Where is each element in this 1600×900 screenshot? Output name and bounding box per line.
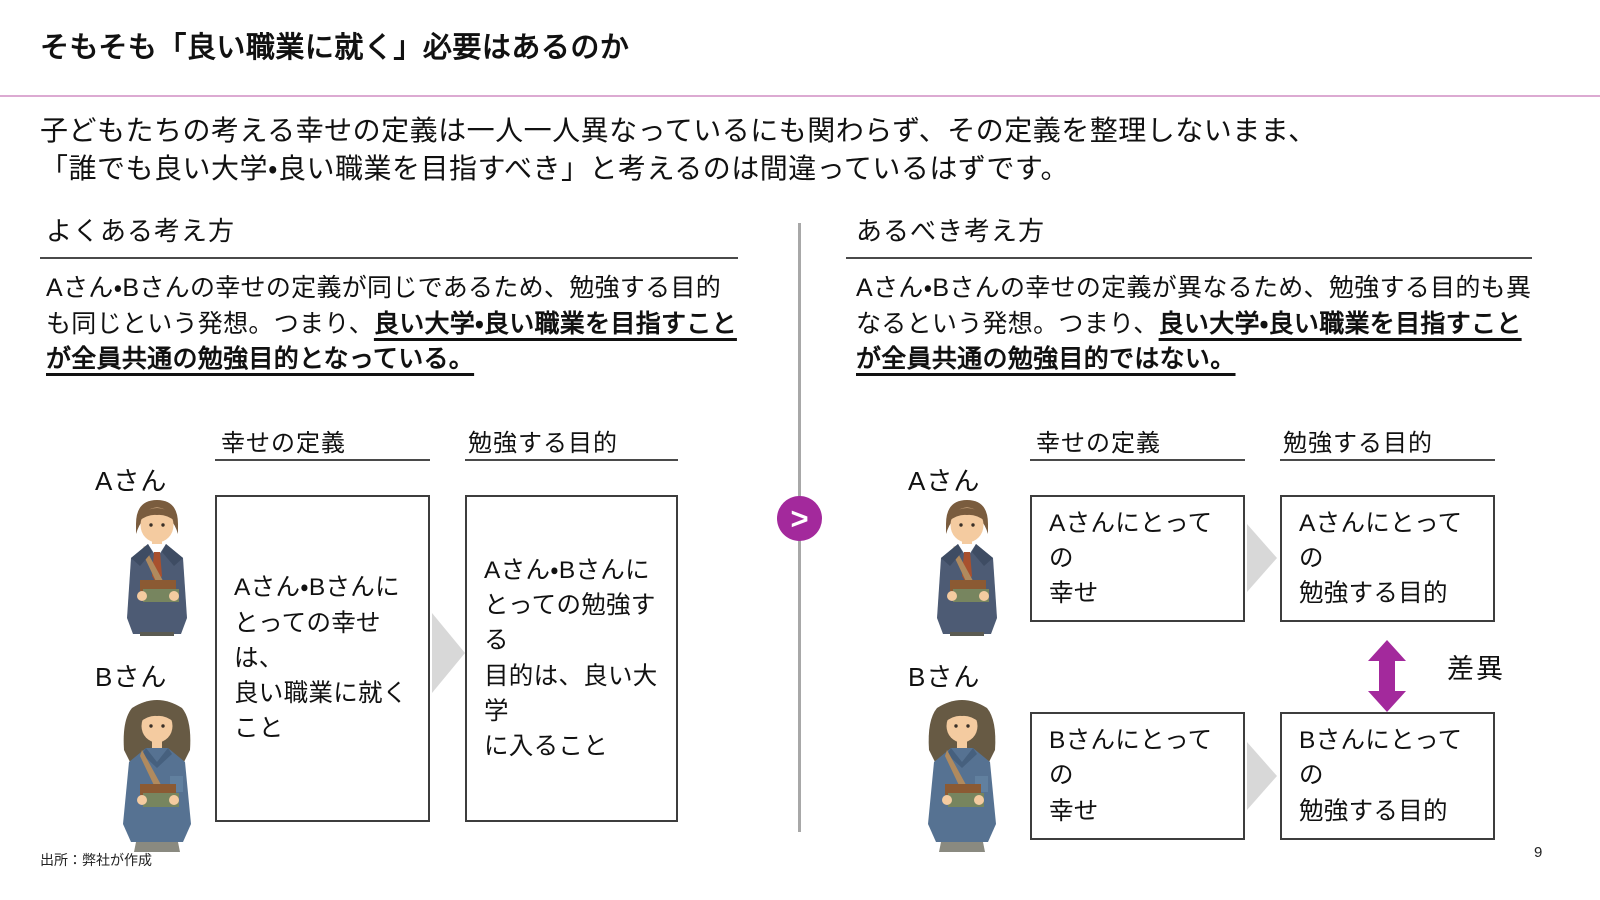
right-b-purpose-box: Bさんにとっての 勉強する目的	[1280, 712, 1495, 840]
right-a-happiness-box: Aさんにとっての 幸せ	[1030, 495, 1245, 622]
difference-label: 差異	[1447, 654, 1505, 684]
left-flow-arrow-icon	[432, 613, 465, 693]
page-number: 9	[1534, 844, 1543, 861]
right-col2-header: 勉強する目的	[1283, 430, 1433, 457]
page-title: そもそも「良い職業に就く」必要はあるのか	[40, 32, 630, 64]
left-col2-rule	[465, 459, 678, 461]
right-person-a-label: Aさん	[908, 466, 981, 496]
left-col1-rule	[215, 459, 430, 461]
right-person-b-label: Bさん	[908, 662, 981, 692]
left-col1-header: 幸せの定義	[221, 430, 346, 457]
left-person-b-label: Bさん	[95, 662, 168, 692]
right-flow-arrow-a-icon	[1247, 524, 1277, 592]
right-b-happiness-box: Bさんにとっての 幸せ	[1030, 712, 1245, 840]
left-col2-header: 勉強する目的	[468, 430, 618, 457]
right-panel-header: あるべき考え方	[856, 216, 1046, 246]
left-panel-body: Aさん・Bさんの幸せの定義が同じであるため、勉強する目的も同じという発想。つまり…	[46, 271, 740, 378]
right-panel-header-rule	[846, 257, 1532, 259]
left-happiness-box: Aさん・Bさんに とっての幸せは、 良い職業に就く こと	[215, 495, 430, 822]
difference-double-arrow-icon	[1368, 640, 1406, 712]
left-person-a-label: Aさん	[95, 466, 168, 496]
left-body-plain: Aさん・Bさんの幸せの定義が同じであるため、勉強する目的も同じという発想。つまり…	[46, 274, 722, 338]
right-flow-arrow-b-icon	[1247, 742, 1277, 810]
left-panel-header-rule	[40, 257, 738, 259]
right-body-plain: Aさん・Bさんの幸せの定義が異なるため、勉強する目的も異なるという発想。つまり、	[856, 274, 1532, 338]
right-body-emphasis: 良い大学・良い職業を目指すことが全員共通の勉強目的ではない。	[856, 309, 1522, 374]
left-purpose-box: Aさん・Bさんに とっての勉強する 目的は、良い大学 に入ること	[465, 495, 678, 822]
lead-message: 子どもたちの考える幸せの定義は一人一人異なっているにも関わらず、その定義を整理し…	[40, 115, 1317, 184]
person-b-illustration	[903, 692, 1021, 852]
right-col1-rule	[1030, 459, 1245, 461]
greater-than-connector-icon: >	[777, 496, 822, 541]
right-panel-body: Aさん・Bさんの幸せの定義が異なるため、勉強する目的も異なるという発想。つまり、…	[856, 271, 1540, 378]
source-note: 出所：弊社が作成	[40, 852, 152, 868]
person-a-illustration	[102, 494, 212, 636]
right-a-purpose-box: Aさんにとっての 勉強する目的	[1280, 495, 1495, 622]
left-body-emphasis: 良い大学・良い職業を目指すことが全員共通の勉強目的となっている。	[46, 309, 737, 374]
right-col1-header: 幸せの定義	[1036, 430, 1161, 457]
right-col2-rule	[1280, 459, 1495, 461]
person-b-illustration	[98, 692, 216, 852]
left-panel-header: よくある考え方	[46, 216, 236, 246]
title-divider-line	[0, 95, 1600, 97]
person-a-illustration	[912, 494, 1022, 636]
